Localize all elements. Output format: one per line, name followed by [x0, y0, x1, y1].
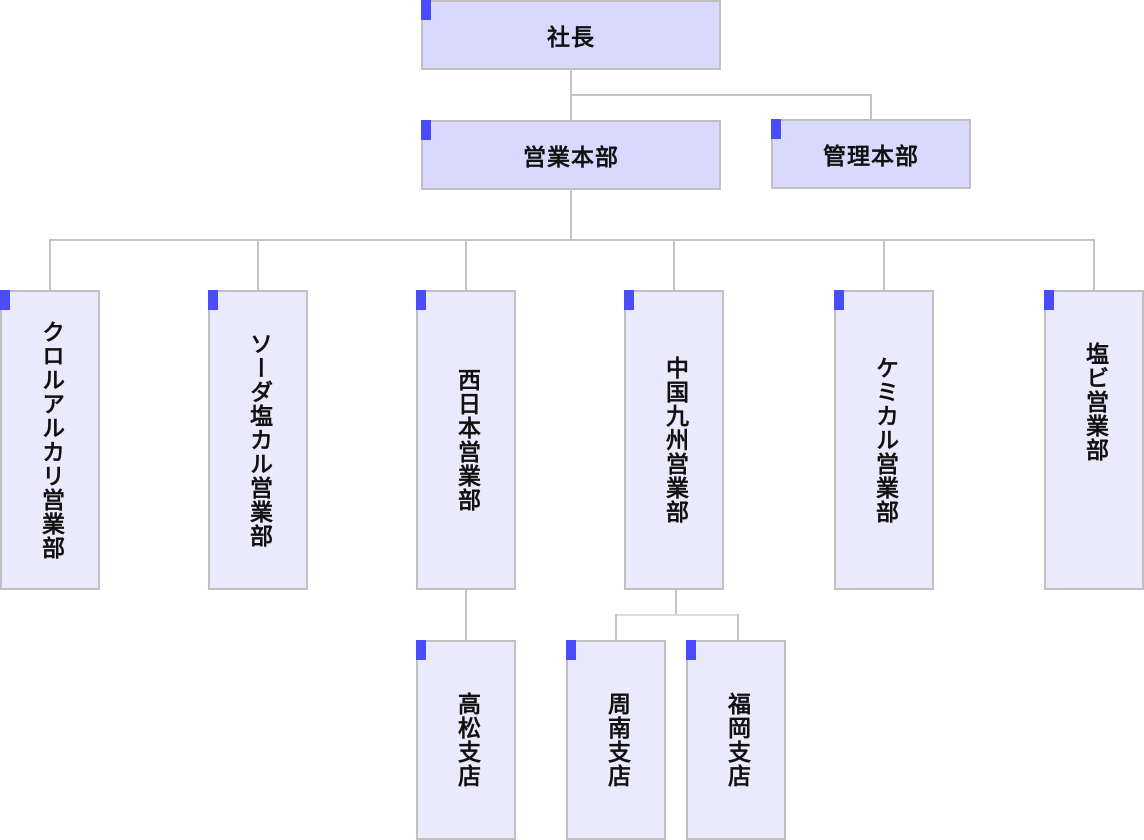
connector-sales-branch: [49, 239, 1095, 241]
node-label: 塩ビ営業部: [1081, 342, 1108, 462]
connector-fukuoka: [737, 614, 739, 640]
node-pvc[interactable]: 塩ビ営業部: [1044, 290, 1144, 590]
node-sales-hq[interactable]: 営業本部: [421, 120, 721, 190]
node-marker: [208, 290, 218, 310]
connector-chugoku-kyushu: [673, 239, 675, 290]
connector-sales-down: [570, 189, 572, 240]
node-shunan[interactable]: 周南支店: [566, 640, 666, 840]
connector-west-japan: [465, 239, 467, 290]
node-marker: [0, 290, 10, 310]
node-west-japan[interactable]: 西日本営業部: [416, 290, 516, 590]
node-marker: [686, 640, 696, 660]
connector-takamatsu: [465, 589, 467, 640]
node-label: 営業本部: [523, 145, 619, 171]
node-marker: [421, 0, 431, 20]
connector-chemical: [883, 239, 885, 290]
node-label: ソーダ塩カル営業部: [245, 332, 272, 548]
node-marker: [834, 290, 844, 310]
node-chugoku-kyushu[interactable]: 中国九州営業部: [624, 290, 724, 590]
connector-pvc: [1093, 239, 1095, 290]
node-label: 中国九州営業部: [661, 356, 688, 524]
node-marker: [566, 640, 576, 660]
node-label: 管理本部: [823, 144, 919, 170]
node-soda-salt[interactable]: ソーダ塩カル営業部: [208, 290, 308, 590]
node-president[interactable]: 社長: [421, 0, 721, 70]
connector-admin-down: [870, 94, 872, 119]
connector-chlor-alkali: [49, 239, 51, 290]
node-label: ケミカル営業部: [871, 356, 898, 524]
node-marker: [771, 119, 781, 139]
node-marker: [1044, 290, 1054, 310]
node-label: 西日本営業部: [453, 368, 480, 512]
node-admin-hq[interactable]: 管理本部: [771, 119, 971, 189]
connector-president-branch: [570, 94, 872, 96]
node-marker: [416, 640, 426, 660]
node-marker: [421, 120, 431, 140]
node-chemical[interactable]: ケミカル営業部: [834, 290, 934, 590]
node-label: 社長: [547, 25, 595, 51]
node-chlor-alkali[interactable]: クロルアルカリ営業部: [0, 290, 100, 590]
node-label: 福岡支店: [723, 692, 750, 788]
node-label: クロルアルカリ営業部: [37, 320, 64, 560]
connector-shunan: [615, 614, 617, 640]
node-fukuoka[interactable]: 福岡支店: [686, 640, 786, 840]
connector-chugoku-down: [675, 589, 677, 615]
connector-soda-salt: [257, 239, 259, 290]
node-label: 高松支店: [453, 692, 480, 788]
connector-chugoku-branch: [615, 614, 739, 616]
node-marker: [624, 290, 634, 310]
node-marker: [416, 290, 426, 310]
node-label: 周南支店: [603, 692, 630, 788]
node-takamatsu[interactable]: 高松支店: [416, 640, 516, 840]
